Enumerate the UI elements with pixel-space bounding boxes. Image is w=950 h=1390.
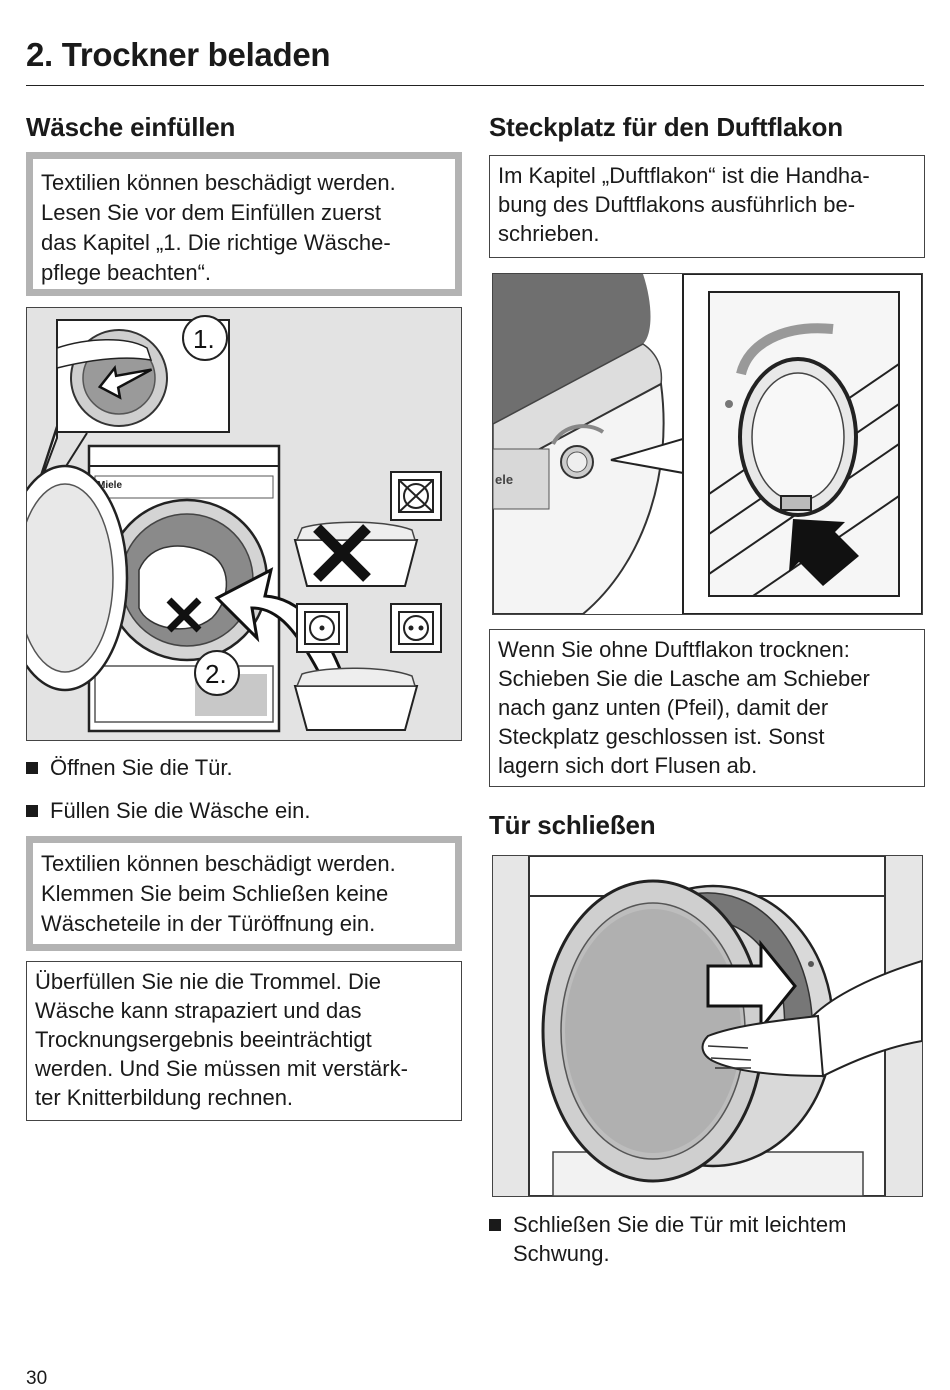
note-line: Trocknungsergebnis beeinträchtigt	[35, 1027, 372, 1052]
figure-load-laundry: Miele 1. 2.	[26, 307, 462, 741]
bullet-square-icon	[26, 762, 38, 774]
warning-box-1-content: Textilien können beschädigt werden. Lese…	[33, 159, 455, 289]
section-heading-waesche-einfuellen: Wäsche einfüllen	[26, 112, 236, 142]
section-heading-tuer-schliessen: Tür schließen	[489, 810, 656, 840]
load-laundry-illustration: Miele 1. 2.	[27, 308, 461, 740]
note-line: Wäsche kann strapaziert und das	[35, 998, 362, 1023]
note-line: Überfüllen Sie nie die Trommel. Die	[35, 969, 382, 994]
close-door-illustration	[493, 856, 922, 1196]
warning-1-line: Lesen Sie vor dem Einfüllen zuerst	[41, 200, 381, 225]
note-line: schrieben.	[498, 221, 600, 246]
note-line: werden. Und Sie müssen mit verstärk-	[35, 1056, 408, 1081]
note-line: Wenn Sie ohne Duftflakon trocknen:	[498, 637, 850, 662]
bullet-close-door: Schließen Sie die Tür mit leichtem Schwu…	[489, 1210, 925, 1270]
page-number: 30	[26, 1368, 48, 1389]
bullet-square-icon	[489, 1219, 501, 1231]
bullet-text: Füllen Sie die Wäsche ein.	[50, 798, 311, 823]
page-title: 2. Trockner beladen	[26, 36, 331, 73]
bullet-square-icon	[26, 805, 38, 817]
bullet-text-line-1: Schließen Sie die Tür mit leichtem	[513, 1212, 847, 1237]
warning-1-line: Textilien können beschädigt werden.	[41, 170, 396, 195]
warning-1-line: pflege beachten“.	[41, 260, 212, 285]
bullet-fill-laundry: Füllen Sie die Wäsche ein.	[26, 796, 456, 826]
warning-2-line: Textilien können beschädigt werden.	[41, 851, 396, 876]
note-line: Schieben Sie die Lasche am Schieber	[498, 666, 870, 691]
figure-fragrance-slot: ele	[492, 273, 923, 615]
fragrance-slot-illustration: ele	[493, 274, 922, 614]
note-line: Steckplatz geschlossen ist. Sonst	[498, 724, 825, 749]
step-1-label: 1.	[193, 324, 215, 354]
warning-box-2-content: Textilien können beschädigt werden. Klem…	[33, 843, 455, 944]
note-line: bung des Duftflakons ausführlich be-	[498, 192, 856, 217]
warning-box-2: Textilien können beschädigt werden. Klem…	[26, 836, 462, 951]
note-box-duftflakon: Im Kapitel „Duftflakon“ ist die Handha- …	[489, 155, 925, 258]
note-line: ter Knitterbildung rechnen.	[35, 1085, 294, 1110]
warning-2-line: Wäscheteile in der Türöffnung ein.	[41, 911, 376, 936]
note-line: Im Kapitel „Duftflakon“ ist die Handha-	[498, 163, 870, 188]
note-box-without-fragrance: Wenn Sie ohne Duftflakon trocknen: Schie…	[489, 629, 925, 787]
figure-close-door	[492, 855, 923, 1197]
bullet-text: Öffnen Sie die Tür.	[50, 755, 233, 780]
note-line: nach ganz unten (Pfeil), damit der	[498, 695, 829, 720]
warning-1-line: das Kapitel „1. Die richtige Wäsche-	[41, 230, 391, 255]
bullet-text-line-2: Schwung.	[513, 1241, 610, 1266]
warning-box-1: Textilien können beschädigt werden. Lese…	[26, 152, 462, 296]
title-divider	[26, 85, 924, 86]
dryer-brand-label: Miele	[97, 480, 122, 491]
warning-2-line: Klemmen Sie beim Schließen keine	[41, 881, 389, 906]
dryer-brand-fragment: ele	[495, 472, 513, 487]
step-2-label: 2.	[205, 659, 227, 689]
bullet-open-door: Öffnen Sie die Tür.	[26, 753, 456, 783]
section-heading-steckplatz: Steckplatz für den Duftflakon	[489, 112, 843, 142]
note-line: lagern sich dort Flusen ab.	[498, 753, 758, 778]
note-box-overfill: Überfüllen Sie nie die Trommel. Die Wäsc…	[26, 961, 462, 1121]
